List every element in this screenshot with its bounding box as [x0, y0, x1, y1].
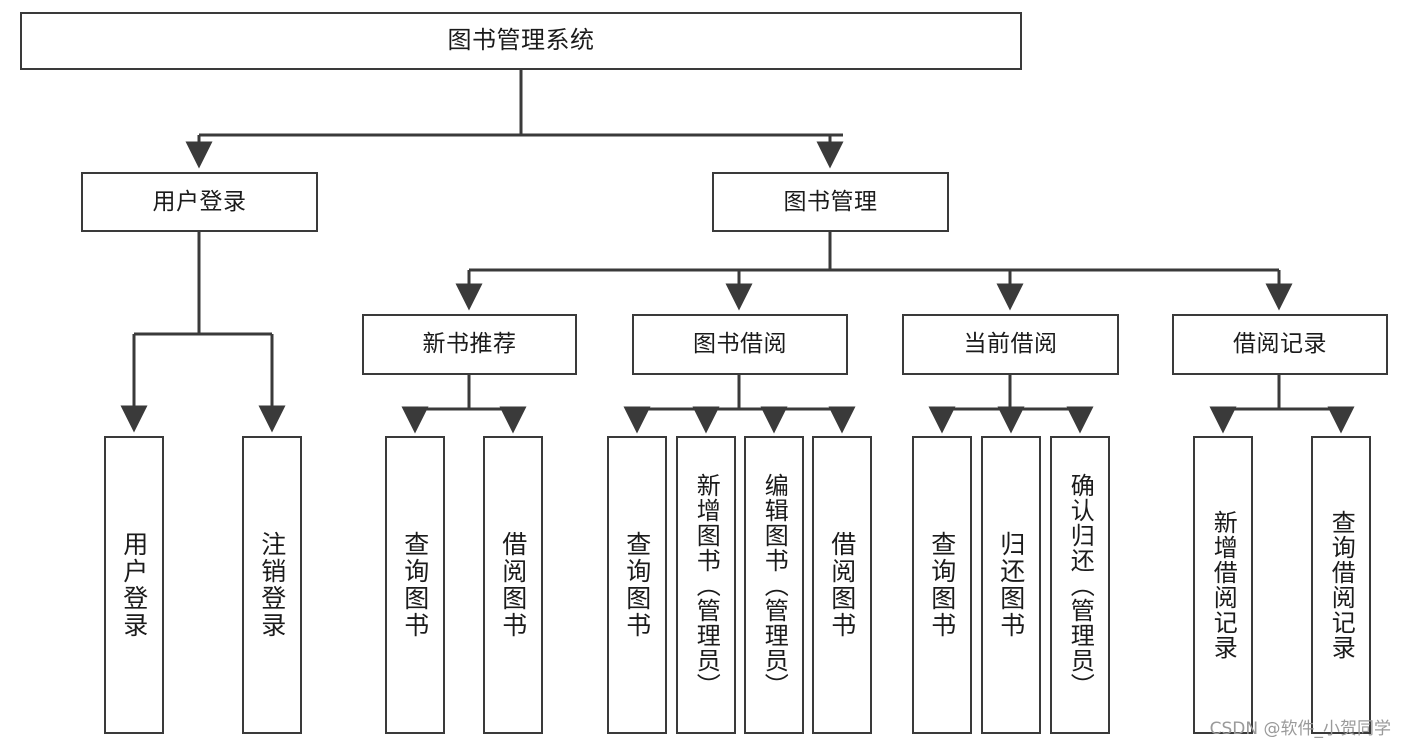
- node-leaf-add-borrow-record-label: 新增借阅记录: [1209, 510, 1238, 660]
- node-leaf-borrow-book-1[interactable]: 借阅图书: [483, 436, 543, 734]
- node-book-management[interactable]: 图书管理: [712, 172, 949, 232]
- node-user-login-label: 用户登录: [152, 188, 247, 215]
- node-leaf-return-book[interactable]: 归还图书: [981, 436, 1041, 734]
- node-leaf-return-book-label: 归还图书: [996, 531, 1026, 639]
- node-new-book-recommend[interactable]: 新书推荐: [362, 314, 577, 375]
- node-leaf-query-book-2[interactable]: 查询图书: [607, 436, 667, 734]
- node-leaf-edit-book-admin[interactable]: 编辑图书（管理员）: [744, 436, 804, 734]
- node-leaf-add-borrow-record[interactable]: 新增借阅记录: [1193, 436, 1253, 734]
- node-leaf-confirm-return-admin[interactable]: 确认归还（管理员）: [1050, 436, 1110, 734]
- node-root-label: 图书管理系统: [447, 26, 595, 55]
- node-borrow-record[interactable]: 借阅记录: [1172, 314, 1388, 375]
- node-leaf-query-book-1-label: 查询图书: [400, 531, 430, 639]
- node-new-book-recommend-label: 新书推荐: [422, 331, 517, 358]
- node-leaf-query-book-1[interactable]: 查询图书: [385, 436, 445, 734]
- node-leaf-borrow-book-2-label: 借阅图书: [827, 531, 857, 639]
- node-current-borrow[interactable]: 当前借阅: [902, 314, 1119, 375]
- node-leaf-query-book-3-label: 查询图书: [927, 531, 957, 639]
- node-leaf-borrow-book-1-label: 借阅图书: [498, 531, 528, 639]
- node-leaf-query-borrow-record-label: 查询借阅记录: [1327, 510, 1356, 660]
- node-leaf-logout-login[interactable]: 注销登录: [242, 436, 302, 734]
- node-leaf-confirm-return-admin-label: 确认归还（管理员）: [1066, 472, 1095, 698]
- watermark: CSDN @软件_小贺同学: [1209, 719, 1391, 739]
- node-book-borrow-label: 图书借阅: [693, 331, 787, 358]
- node-leaf-add-book-admin-label: 新增图书（管理员）: [692, 472, 721, 698]
- node-book-borrow[interactable]: 图书借阅: [632, 314, 848, 375]
- node-leaf-query-borrow-record[interactable]: 查询借阅记录: [1311, 436, 1371, 734]
- node-leaf-user-login[interactable]: 用户登录: [104, 436, 164, 734]
- node-book-management-label: 图书管理: [783, 188, 878, 215]
- node-borrow-record-label: 借阅记录: [1233, 331, 1327, 358]
- node-leaf-user-login-label: 用户登录: [119, 531, 149, 639]
- node-leaf-query-book-2-label: 查询图书: [622, 531, 652, 639]
- node-leaf-borrow-book-2[interactable]: 借阅图书: [812, 436, 872, 734]
- node-current-borrow-label: 当前借阅: [963, 331, 1058, 358]
- node-leaf-logout-login-label: 注销登录: [257, 531, 287, 639]
- node-leaf-query-book-3[interactable]: 查询图书: [912, 436, 972, 734]
- node-root[interactable]: 图书管理系统: [20, 12, 1022, 70]
- node-user-login[interactable]: 用户登录: [81, 172, 318, 232]
- node-leaf-add-book-admin[interactable]: 新增图书（管理员）: [676, 436, 736, 734]
- node-leaf-edit-book-admin-label: 编辑图书（管理员）: [760, 472, 789, 698]
